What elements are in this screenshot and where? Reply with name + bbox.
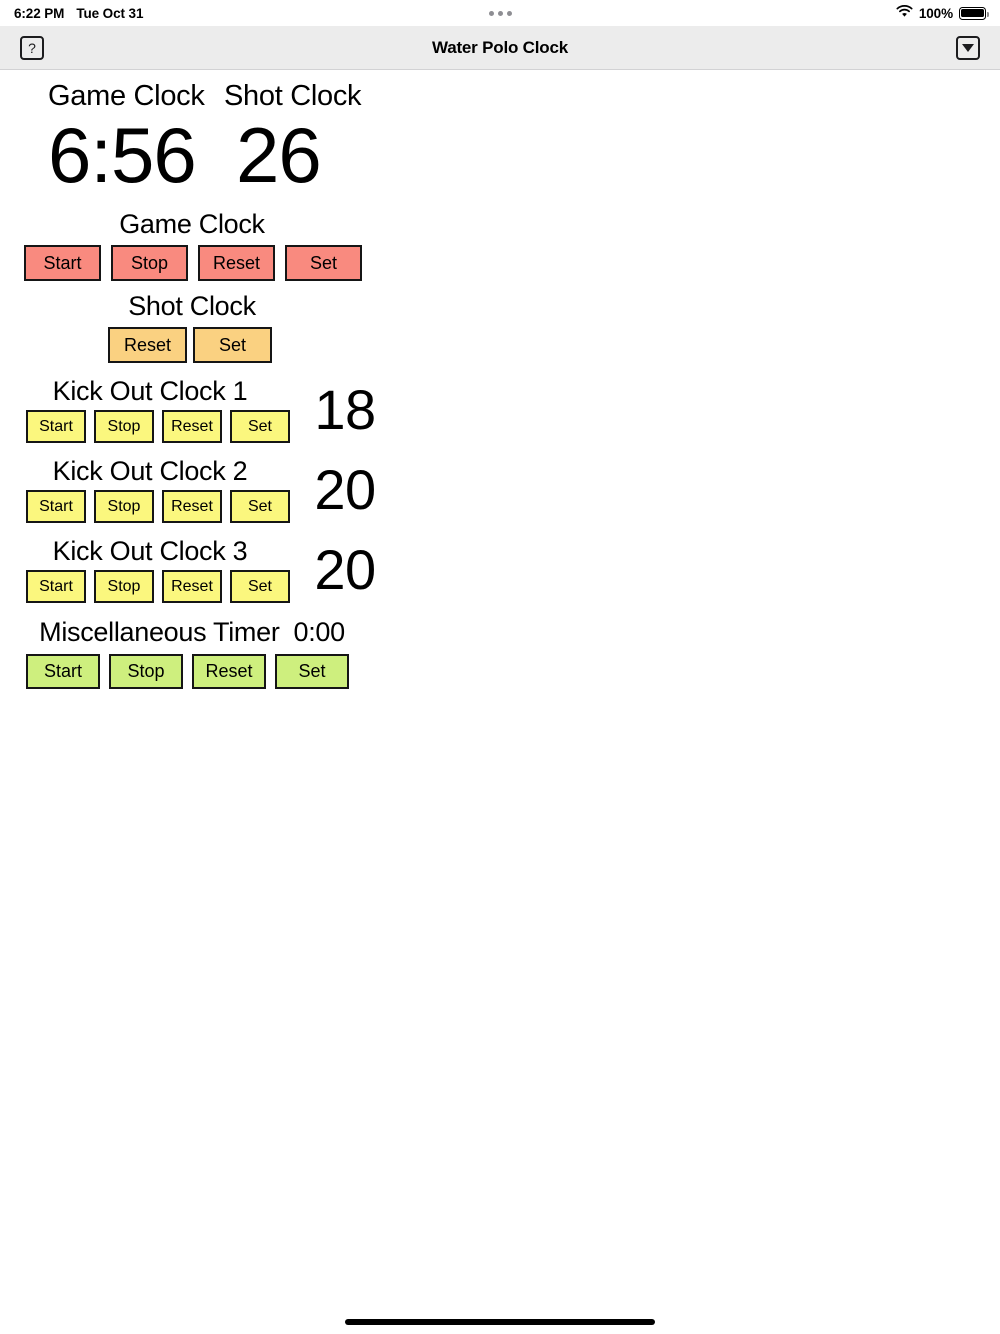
clock-readout-headings: Game Clock Shot Clock xyxy=(0,80,1000,113)
kick-out-clock-3-value: 20 xyxy=(314,538,376,602)
kick-out-clock-2-group: Kick Out Clock 2 Start Stop Reset Set 20 xyxy=(0,456,1000,524)
home-indicator[interactable] xyxy=(345,1319,655,1325)
status-bar-center xyxy=(0,0,1000,26)
game-clock-reset-button[interactable]: Reset xyxy=(198,245,275,282)
status-bar: 6:22 PM Tue Oct 31 100% xyxy=(0,0,1000,26)
kick-out-clock-2-stop-button[interactable]: Stop xyxy=(94,490,154,524)
kick-out-clock-1-reset-button[interactable]: Reset xyxy=(162,410,222,444)
clock-readout-values: 6:56 26 xyxy=(0,109,1000,201)
kick-out-clock-2-button-row: Start Stop Reset Set xyxy=(0,490,1000,524)
kick-out-clock-2-set-button[interactable]: Set xyxy=(230,490,290,524)
battery-percent-label: 100% xyxy=(918,5,953,21)
status-bar-left: 6:22 PM Tue Oct 31 xyxy=(14,6,143,21)
shot-clock-heading: Shot Clock xyxy=(224,80,362,112)
misc-timer-start-button[interactable]: Start xyxy=(26,654,100,690)
kick-out-clock-3-button-row: Start Stop Reset Set xyxy=(0,570,1000,604)
shot-clock-reset-button[interactable]: Reset xyxy=(108,327,187,364)
game-clock-value: 6:56 xyxy=(48,111,197,199)
kick-out-clock-1-set-button[interactable]: Set xyxy=(230,410,290,444)
shot-clock-set-button[interactable]: Set xyxy=(193,327,272,364)
misc-timer-button-row: Start Stop Reset Set xyxy=(0,654,1000,690)
kick-out-clock-2-label: Kick Out Clock 2 xyxy=(52,456,248,487)
shot-clock-section-label: Shot Clock xyxy=(128,291,256,322)
game-clock-heading: Game Clock xyxy=(48,80,205,112)
kick-out-clock-3-start-button[interactable]: Start xyxy=(26,570,86,604)
game-clock-button-row: Start Stop Reset Set xyxy=(0,245,1000,282)
kick-out-clock-3-reset-button[interactable]: Reset xyxy=(162,570,222,604)
game-clock-start-button[interactable]: Start xyxy=(24,245,101,282)
kick-out-clock-2-value: 20 xyxy=(314,458,376,522)
kick-out-clock-1-stop-button[interactable]: Stop xyxy=(94,410,154,444)
kick-out-clock-2-start-button[interactable]: Start xyxy=(26,490,86,524)
multitask-dots-icon xyxy=(488,10,512,16)
wifi-icon xyxy=(896,5,913,21)
game-clock-stop-button[interactable]: Stop xyxy=(111,245,188,282)
status-date: Tue Oct 31 xyxy=(76,5,144,21)
main-content: Game Clock Shot Clock 6:56 26 Game Clock… xyxy=(0,71,1000,690)
misc-timer-stop-button[interactable]: Stop xyxy=(109,654,183,690)
status-bar-right: 100% xyxy=(896,5,989,21)
shot-clock-value: 26 xyxy=(236,111,322,199)
kick-out-clock-1-label: Kick Out Clock 1 xyxy=(52,376,248,407)
menu-button[interactable] xyxy=(956,35,980,60)
question-mark-icon: ? xyxy=(28,39,36,56)
misc-timer-value: 0:00 xyxy=(293,617,346,648)
kick-out-clock-1-start-button[interactable]: Start xyxy=(26,410,86,444)
kick-out-clock-3-set-button[interactable]: Set xyxy=(230,570,290,604)
misc-timer-label: Miscellaneous Timer xyxy=(39,617,280,648)
battery-full-icon xyxy=(959,6,989,20)
kick-out-clock-3-group: Kick Out Clock 3 Start Stop Reset Set 20 xyxy=(0,536,1000,604)
kick-out-clock-2-reset-button[interactable]: Reset xyxy=(162,490,222,524)
misc-timer-header: Miscellaneous Timer 0:00 xyxy=(0,617,384,648)
page-title: Water Polo Clock xyxy=(432,37,568,57)
misc-timer-reset-button[interactable]: Reset xyxy=(192,654,266,690)
kick-out-clock-3-stop-button[interactable]: Stop xyxy=(94,570,154,604)
chevron-down-icon xyxy=(962,43,974,52)
misc-timer-group: Miscellaneous Timer 0:00 Start Stop Rese… xyxy=(0,617,1000,690)
nav-bar: ? Water Polo Clock xyxy=(0,26,1000,70)
misc-timer-set-button[interactable]: Set xyxy=(275,654,349,690)
help-button[interactable]: ? xyxy=(20,35,44,60)
kick-out-clock-1-value: 18 xyxy=(314,378,376,442)
game-clock-section-label: Game Clock xyxy=(119,209,265,240)
game-clock-set-button[interactable]: Set xyxy=(285,245,362,282)
shot-clock-button-row: Reset Set xyxy=(0,327,1000,364)
kick-out-clock-3-label: Kick Out Clock 3 xyxy=(52,536,248,567)
shot-clock-group: Shot Clock Reset Set xyxy=(0,291,1000,364)
kick-out-clock-1-group: Kick Out Clock 1 Start Stop Reset Set 18 xyxy=(0,376,1000,444)
kick-out-clock-1-button-row: Start Stop Reset Set xyxy=(0,410,1000,444)
game-clock-group: Game Clock Start Stop Reset Set xyxy=(0,209,1000,282)
status-time: 6:22 PM xyxy=(14,5,65,21)
